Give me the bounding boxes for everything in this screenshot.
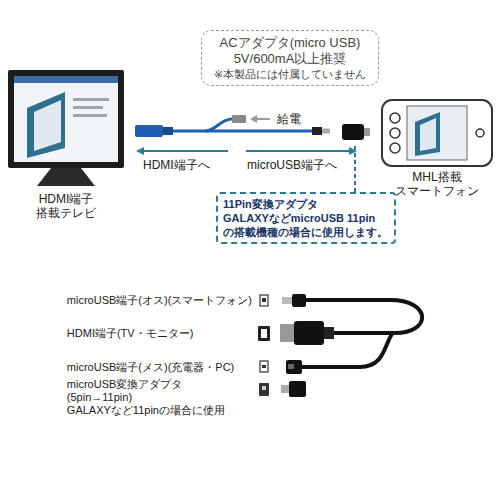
adapter-tip (281, 385, 289, 393)
microusb-plug-tip (322, 129, 330, 134)
note-text: 5V/600mA以上推奨 (214, 51, 366, 67)
hdmi-plug (135, 125, 163, 137)
screen-picture (420, 118, 436, 151)
power-arrow (256, 118, 270, 120)
direction-label: microUSB端子へ (247, 158, 337, 172)
callout-leader (354, 144, 356, 192)
tv-figure: HDMI端子 搭載テレビ (5, 68, 127, 220)
phone-illustration (380, 98, 494, 168)
phone-button (390, 113, 400, 123)
callout-text: GALAXYなどmicroUSB 11pin の搭載機種の場合に使用します。 (223, 211, 389, 239)
adapter-icon (262, 386, 266, 390)
cable-branch (205, 119, 232, 131)
microusb-female-port (288, 364, 294, 369)
direction-arrow (246, 150, 350, 152)
figure-label: HDMI端子 搭載テレビ (36, 192, 96, 220)
microusb-male-tip (282, 297, 292, 304)
part-label: microUSB端子(メス)(充電器・PC) (67, 361, 234, 374)
adapter-body (289, 381, 306, 397)
microusb-plug-body (312, 127, 322, 135)
adapter-note-box: ACアダプタ(micro USB)5V/600mA以上推奨※本製品には付属してい… (201, 30, 379, 86)
arrow-head (250, 115, 257, 123)
hdmi-plug-tip (280, 324, 294, 342)
tv-frame (8, 70, 124, 168)
screen-line (73, 114, 107, 117)
part-label: microUSB変換アダプタ (67, 378, 183, 391)
hdmi-icon (258, 326, 270, 341)
microusb-female-plug (232, 115, 246, 123)
screen-bar (14, 76, 118, 83)
part-label: HDMI端子(TV・モニター) (67, 327, 194, 340)
screen-line (73, 106, 103, 109)
part-label: (5pin→11pin) (67, 391, 132, 404)
figure-label: MHL搭載 スマートフォン (395, 170, 479, 198)
microusb-female-body (286, 360, 302, 374)
phone-body (382, 100, 492, 166)
microusb-icon (262, 298, 266, 302)
smartphone-figure: MHL搭載 スマートフォン (380, 98, 494, 198)
cable (173, 130, 312, 133)
microusb-icon (260, 361, 268, 372)
plug-strain-relief (163, 127, 173, 135)
direction-arrow (142, 150, 228, 152)
phone-button (476, 129, 484, 137)
microusb-icon (260, 295, 268, 306)
note-text: ACアダプタ(micro USB) (214, 35, 366, 51)
callout-box: 11Pin変換アダプタGALAXYなどmicroUSB 11pin の搭載機種の… (216, 192, 396, 244)
phone-button (390, 143, 400, 153)
microusb-male-body (292, 294, 306, 307)
tv-illustration (5, 68, 127, 190)
note-small: ※本製品には付属していません (214, 67, 366, 81)
hdmi-icon (261, 329, 267, 338)
arrow-head (136, 147, 144, 155)
screen-picture (27, 92, 65, 158)
phone-screen (407, 106, 467, 160)
hdmi-plug-body (294, 321, 324, 345)
hdmi-strain-relief (324, 327, 334, 339)
screen-picture (34, 100, 61, 151)
microusb-icon (262, 365, 266, 368)
conversion-adapter (342, 124, 364, 140)
tv-screen (14, 76, 118, 162)
power-label: 給電 (275, 112, 303, 126)
screen-picture (415, 112, 440, 156)
callout-heading: 11Pin変換アダプタ (223, 197, 389, 211)
screen-line (73, 98, 109, 101)
part-label: GALAXYなど11pinの場合に使用 (67, 404, 225, 417)
tv-stand (37, 168, 95, 186)
part-label: microUSB端子(オス)(スマートフォン) (67, 294, 252, 307)
phone-button (390, 128, 400, 138)
direction-label: HDMI端子へ (143, 158, 210, 172)
adapter-icon (259, 383, 269, 396)
adapter-tip (364, 128, 370, 136)
